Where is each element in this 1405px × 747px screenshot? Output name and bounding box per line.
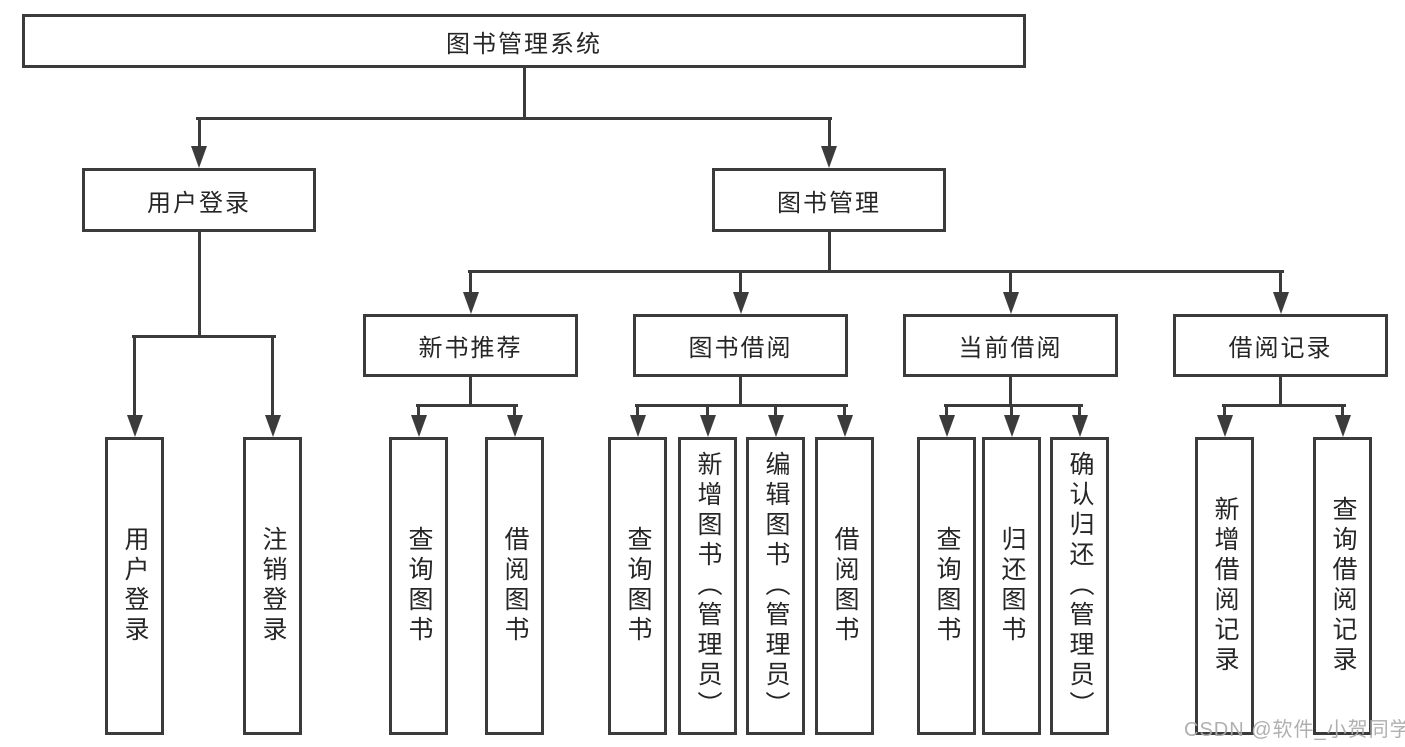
leaf-borrow-books-recommend-label: 借阅图书 <box>501 526 529 646</box>
node-book-management-label: 图书管理 <box>777 189 881 217</box>
connector-arrowhead <box>938 415 955 437</box>
node-book-borrowing: 图书借阅 <box>633 314 848 377</box>
leaf-logout-label: 注销登录 <box>259 526 287 646</box>
leaf-query-borrow-record-label: 查询借阅记录 <box>1329 496 1357 676</box>
connector-line <box>469 270 472 295</box>
watermark: CSDN @软件_小贺同学 <box>1184 719 1405 741</box>
leaf-edit-books-admin: 编辑图书（管理员） <box>746 437 805 735</box>
connector-line <box>1223 405 1226 419</box>
node-book-borrowing-label: 图书借阅 <box>688 335 793 362</box>
node-current-borrowing-label: 当前借阅 <box>958 335 1063 362</box>
connector-line <box>522 68 526 119</box>
node-borrowing-records-label: 借阅记录 <box>1228 335 1333 362</box>
node-book-management: 图书管理 <box>712 168 946 232</box>
connector-line <box>1010 405 1013 419</box>
leaf-query-books-borrowing: 查询图书 <box>608 437 667 735</box>
connector-line <box>196 116 832 120</box>
connector-line <box>843 405 846 419</box>
leaf-add-books-admin-label: 新增图书（管理员） <box>694 451 722 721</box>
leaf-borrow-books-recommend: 借阅图书 <box>485 437 544 735</box>
connector-line <box>774 405 777 419</box>
connector-line <box>415 403 518 407</box>
connector-line <box>1009 270 1012 295</box>
leaf-query-books-current: 查询图书 <box>917 437 976 735</box>
node-root: 图书管理系统 <box>22 14 1026 68</box>
connector-line <box>469 377 472 407</box>
leaf-edit-books-admin-label: 编辑图书（管理员） <box>762 451 790 721</box>
node-new-book-recommend: 新书推荐 <box>363 314 578 377</box>
leaf-confirm-return-admin-label: 确认归还（管理员） <box>1066 451 1094 721</box>
connector-line <box>197 232 201 337</box>
leaf-return-books: 归还图书 <box>982 437 1041 735</box>
leaf-user-login-label: 用户登录 <box>121 526 149 646</box>
connector-arrowhead <box>410 415 427 437</box>
connector-arrowhead <box>506 415 523 437</box>
connector-arrowhead <box>699 415 716 437</box>
connector-line <box>1341 405 1344 419</box>
connector-line <box>945 405 948 419</box>
connector-arrowhead <box>126 415 143 437</box>
leaf-add-borrow-record-label: 新增借阅记录 <box>1211 496 1239 676</box>
leaf-borrow-books: 借阅图书 <box>815 437 874 735</box>
connector-line <box>197 118 201 148</box>
connector-arrowhead <box>462 292 479 314</box>
connector-line <box>1279 270 1282 295</box>
connector-arrowhead <box>629 415 646 437</box>
connector-arrowhead <box>767 415 784 437</box>
connector-line <box>636 405 639 419</box>
leaf-query-books-recommend-label: 查询图书 <box>405 526 433 646</box>
connector-arrowhead <box>1334 415 1351 437</box>
connector-arrowhead <box>836 415 853 437</box>
connector-line <box>634 403 848 407</box>
connector-arrowhead <box>821 146 837 168</box>
connector-line <box>271 336 274 419</box>
connector-line <box>739 377 742 407</box>
leaf-return-books-label: 归还图书 <box>998 526 1026 646</box>
node-user-login-label: 用户登录 <box>147 189 251 217</box>
leaf-borrow-books-label: 借阅图书 <box>831 526 859 646</box>
connector-arrowhead <box>732 292 749 314</box>
connector-arrowhead <box>1216 415 1233 437</box>
node-new-book-recommend-label: 新书推荐 <box>418 335 523 362</box>
connector-arrowhead <box>1272 292 1289 314</box>
connector-line <box>706 405 709 419</box>
connector-arrowhead <box>264 415 281 437</box>
connector-line <box>1279 377 1282 407</box>
connector-arrowhead <box>1003 415 1020 437</box>
leaf-query-borrow-record: 查询借阅记录 <box>1313 437 1372 735</box>
connector-arrowhead <box>191 146 207 168</box>
connector-arrowhead <box>1002 292 1019 314</box>
connector-line <box>1009 377 1012 407</box>
connector-line <box>827 118 831 148</box>
node-user-login: 用户登录 <box>82 168 316 232</box>
connector-line <box>133 336 136 419</box>
connector-line <box>513 405 516 419</box>
connector-line <box>417 405 420 419</box>
leaf-query-books-borrowing-label: 查询图书 <box>624 526 652 646</box>
leaf-add-books-admin: 新增图书（管理员） <box>678 437 737 735</box>
connector-line <box>131 334 276 338</box>
node-current-borrowing: 当前借阅 <box>903 314 1118 377</box>
connector-line <box>739 270 742 295</box>
node-root-label: 图书管理系统 <box>446 30 602 58</box>
connector-arrowhead <box>1071 415 1088 437</box>
connector-line <box>1078 405 1081 419</box>
connector-line <box>467 269 1284 273</box>
connector-line <box>1221 403 1346 407</box>
leaf-user-login: 用户登录 <box>105 437 164 735</box>
leaf-query-books-current-label: 查询图书 <box>933 526 961 646</box>
leaf-logout: 注销登录 <box>243 437 302 735</box>
leaf-confirm-return-admin: 确认归还（管理员） <box>1050 437 1109 735</box>
leaf-add-borrow-record: 新增借阅记录 <box>1195 437 1254 735</box>
connector-line <box>943 403 1083 407</box>
node-borrowing-records: 借阅记录 <box>1173 314 1388 377</box>
leaf-query-books-recommend: 查询图书 <box>389 437 448 735</box>
connector-line <box>827 232 831 273</box>
